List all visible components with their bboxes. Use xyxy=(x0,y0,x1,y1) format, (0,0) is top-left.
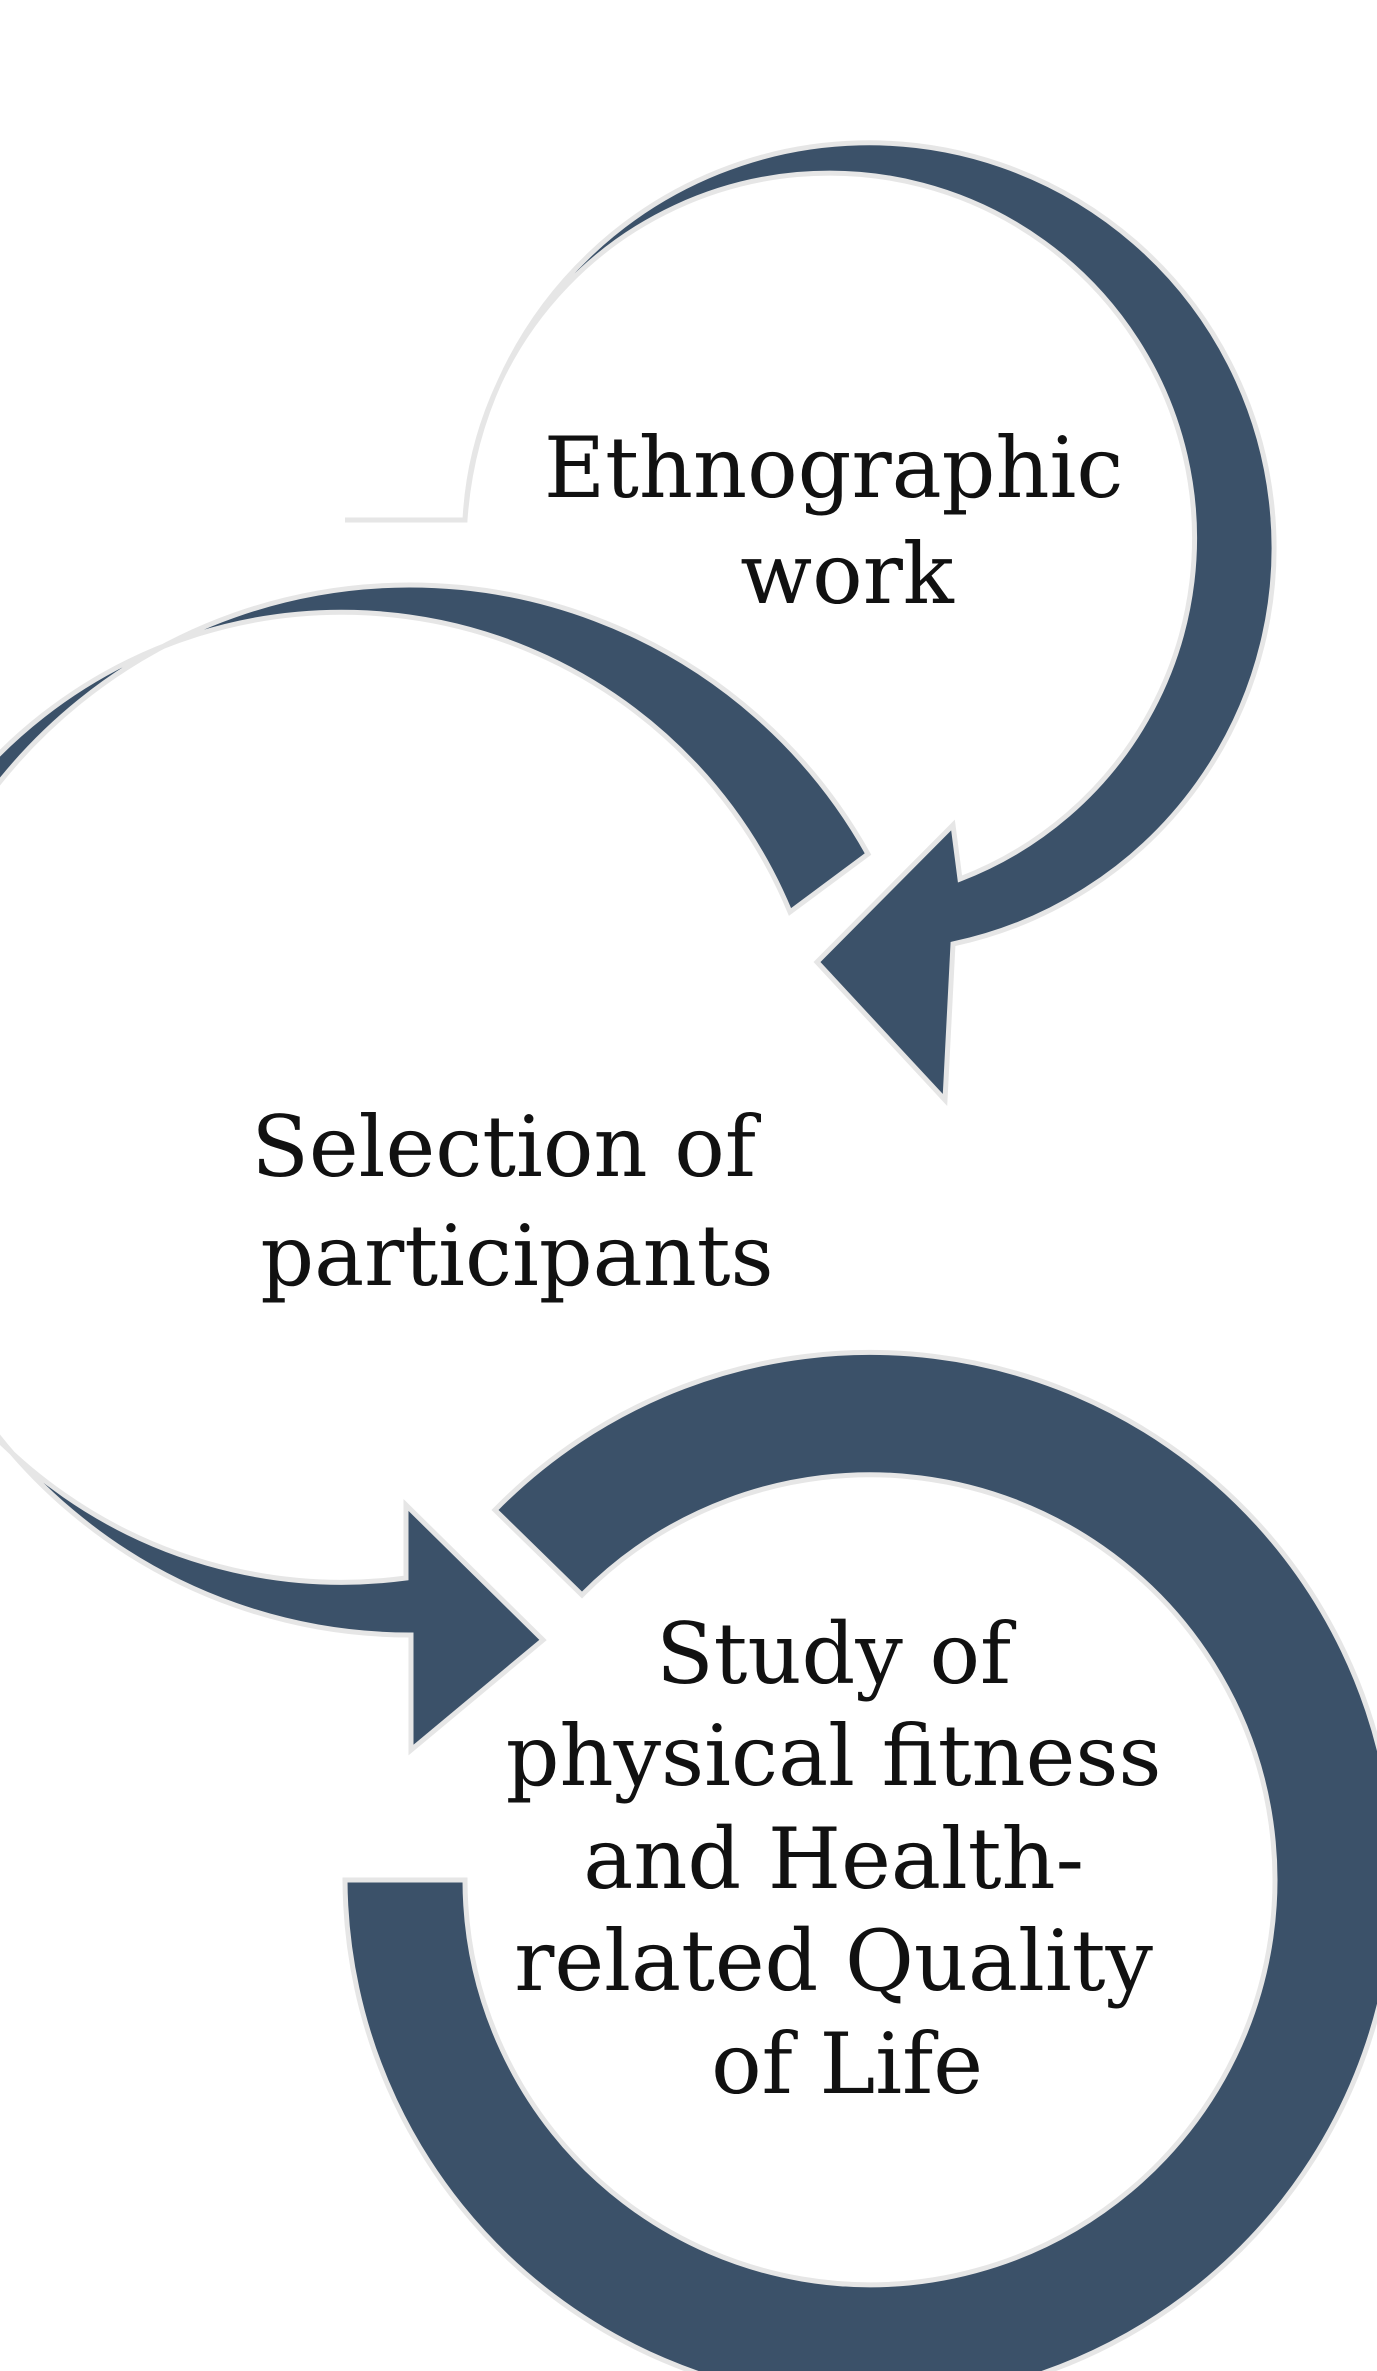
step-label-line: physical fitness xyxy=(506,1707,1162,1805)
step-label-line: Study of xyxy=(656,1605,1017,1703)
step-label-line: and Health- xyxy=(583,1810,1084,1908)
step-label-line: Ethnographic xyxy=(544,419,1124,517)
step-label-study-physical-fitness: Study of physical fitness and Health- re… xyxy=(506,1605,1189,2113)
step-label-line: participants xyxy=(260,1207,773,1305)
step-label-line: work xyxy=(740,525,955,623)
step-label-selection-of-participants: Selection of participants xyxy=(251,1098,782,1305)
arrow-study-physical-fitness xyxy=(342,1349,1377,2371)
step-label-ethnographic-work: Ethnographic work xyxy=(544,419,1150,623)
arrow-ethnographic-work xyxy=(345,140,1277,1107)
arrow-selection-of-participants xyxy=(0,582,872,1756)
step-label-line: Selection of xyxy=(251,1098,761,1196)
step-label-line: related Quality xyxy=(514,1912,1153,2010)
step-label-line: of Life xyxy=(711,2015,983,2113)
